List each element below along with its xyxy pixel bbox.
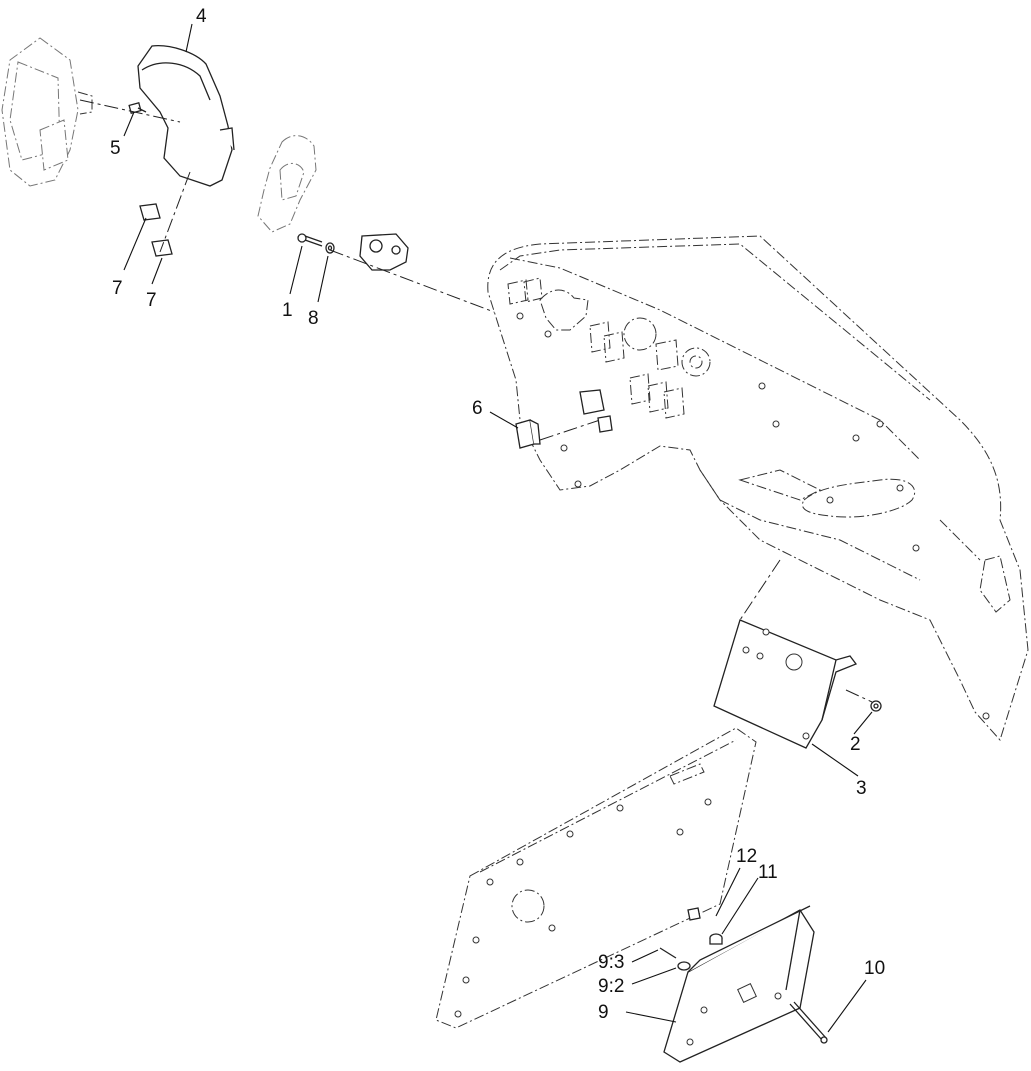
panel-knob <box>579 389 613 433</box>
callout-labels: 4 5 7 7 1 8 6 2 3 12 11 9:3 9:2 9 10 <box>110 6 885 1023</box>
lower-bracket-part-9 <box>663 905 815 1063</box>
callout-1: 1 <box>282 300 293 321</box>
switch-part-6 <box>515 419 541 449</box>
callout-8: 8 <box>308 308 319 329</box>
callout-9-2: 9:2 <box>598 976 624 997</box>
callout-5: 5 <box>110 138 121 159</box>
grommet-part-9-2 <box>677 961 691 971</box>
screw-part-5 <box>128 102 147 114</box>
callout-4: 4 <box>196 6 207 27</box>
callout-7a: 7 <box>112 278 123 299</box>
leader-lines <box>123 23 873 1033</box>
mounting-bezel <box>257 135 317 233</box>
pad-part-7-upper <box>139 203 161 221</box>
dash-panel <box>487 235 1029 741</box>
callout-9: 9 <box>598 1002 609 1023</box>
switch-axis <box>539 419 601 441</box>
callout-10: 10 <box>864 958 885 979</box>
console-shroud-part-4 <box>137 45 235 187</box>
callout-6: 6 <box>472 398 483 419</box>
callout-2: 2 <box>850 734 861 755</box>
bracket-part-3 <box>713 619 858 749</box>
callout-12: 12 <box>736 846 757 867</box>
callout-3: 3 <box>856 778 867 799</box>
bracket-axis <box>739 559 781 621</box>
nut-part-12 <box>687 907 701 921</box>
ball-mount-bracket <box>359 233 409 271</box>
display-monitor <box>1 37 93 187</box>
spacer-part-11 <box>709 933 723 945</box>
callout-9-3: 9:3 <box>598 952 624 973</box>
bolt-part-1 <box>297 233 323 247</box>
nut-axis <box>845 689 873 703</box>
base-plate <box>435 727 757 1029</box>
nut-part-2 <box>870 700 882 712</box>
callout-7b: 7 <box>146 290 157 311</box>
callout-11: 11 <box>758 862 778 883</box>
pin-part-9-3 <box>659 947 677 959</box>
bolt-part-10 <box>789 1001 828 1044</box>
